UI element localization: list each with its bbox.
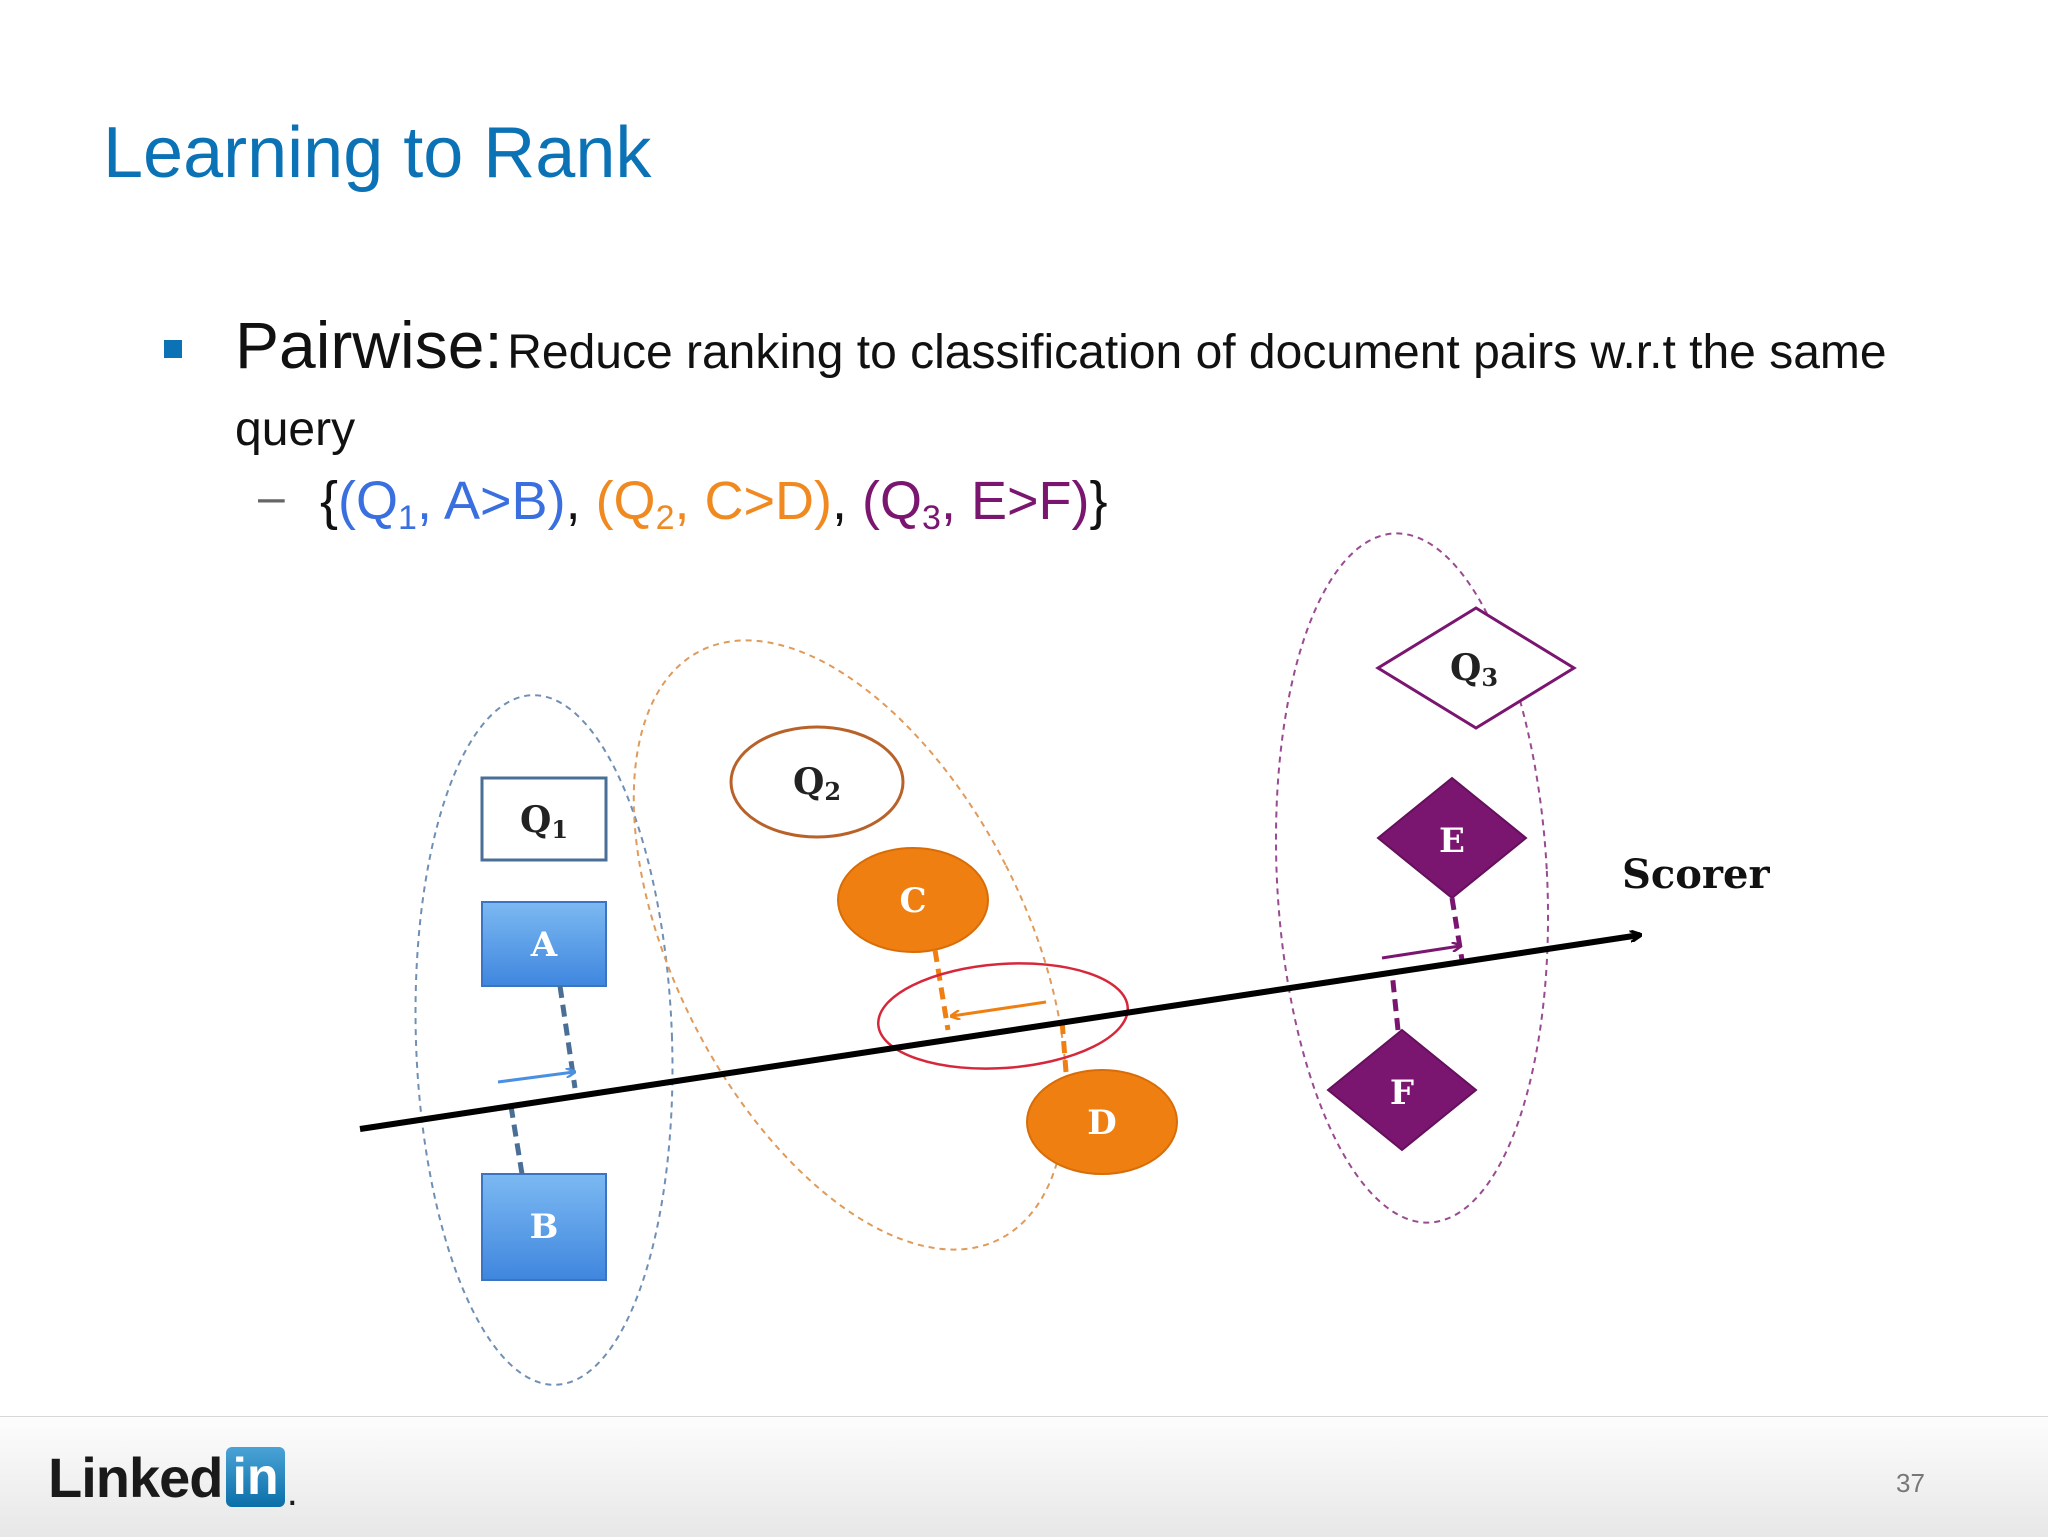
node-c — [837, 847, 989, 953]
pair-arrow-q3 — [1381, 946, 1460, 960]
node-q2-label: Q2 — [793, 761, 841, 806]
projection-e — [1449, 897, 1465, 961]
node-q3 — [1375, 606, 1577, 730]
node-f — [1326, 1028, 1478, 1152]
node-a — [481, 901, 607, 987]
pair-q1-open: (Q — [338, 471, 399, 531]
node-c-label: C — [899, 881, 926, 921]
bullet-marker — [164, 340, 182, 358]
pair-q2-subscript: 2 — [655, 499, 675, 537]
bullet-description: Reduce ranking to classification of docu… — [235, 326, 1887, 456]
node-b-label: B — [530, 1207, 559, 1247]
pair-q1: (Q1, A>B) — [338, 471, 566, 535]
pair-q3-rest: , E>F) — [940, 471, 1090, 531]
group-q2-boundary — [632, 639, 1068, 1251]
scorer-axis — [359, 935, 1640, 1132]
footer-bar — [0, 1416, 2048, 1537]
bullet-text: Pairwise: Reduce ranking to classificati… — [235, 312, 1955, 474]
logo-dot: . — [286, 1470, 298, 1514]
projection-c — [932, 949, 951, 1031]
scorer-label: Scorer — [1622, 851, 1770, 898]
pair-arrow-q2 — [952, 1000, 1047, 1016]
open-brace: { — [320, 471, 339, 531]
node-q3-label: Q3 — [1450, 647, 1498, 692]
close-brace: } — [1089, 471, 1108, 531]
pair-q3: (Q3, E>F) — [862, 471, 1090, 535]
node-f-label: F — [1390, 1073, 1414, 1113]
pair-q1-rest: , A>B) — [416, 471, 566, 531]
sub-bullet-text: {(Q1, A>B), (Q2, C>D), (Q3, E>F)} — [320, 470, 1108, 535]
slide-title: Learning to Rank — [103, 113, 652, 193]
node-b — [481, 1173, 607, 1281]
sub-bullet-dash: – — [258, 471, 285, 524]
projection-f — [1389, 971, 1401, 1031]
page-number: 37 — [1896, 1468, 1925, 1498]
pair-q2-rest: , C>D) — [674, 471, 833, 531]
logo-in-badge: in — [226, 1447, 285, 1507]
group-q3-boundary-ellipse — [1274, 532, 1550, 1224]
bullet-term: Pairwise: — [235, 308, 503, 382]
linkedin-logo: Linked in . — [48, 1442, 298, 1514]
pair-q1-subscript: 1 — [398, 499, 417, 537]
projection-d — [1059, 1019, 1069, 1073]
projection-b — [507, 1099, 525, 1175]
misordered-pair-highlight — [877, 962, 1129, 1070]
node-e-label: E — [1439, 821, 1465, 861]
pair-q2: (Q2, C>D) — [595, 471, 833, 535]
separator-1: , — [565, 471, 596, 531]
group-q1-boundary — [414, 694, 674, 1386]
node-q1 — [480, 776, 608, 862]
node-d — [1026, 1069, 1178, 1175]
node-a-label: A — [530, 925, 558, 965]
separator-2: , — [832, 471, 863, 531]
logo-wordmark: Linked — [48, 1445, 223, 1509]
node-q1-label: Q1 — [520, 799, 568, 844]
pair-q3-open: (Q — [862, 471, 923, 531]
pair-q2-open: (Q — [595, 471, 656, 531]
node-d-label: D — [1087, 1103, 1116, 1143]
node-q2 — [729, 725, 905, 839]
pair-q3-subscript: 3 — [922, 499, 941, 537]
pair-arrow-q1 — [497, 1072, 574, 1084]
